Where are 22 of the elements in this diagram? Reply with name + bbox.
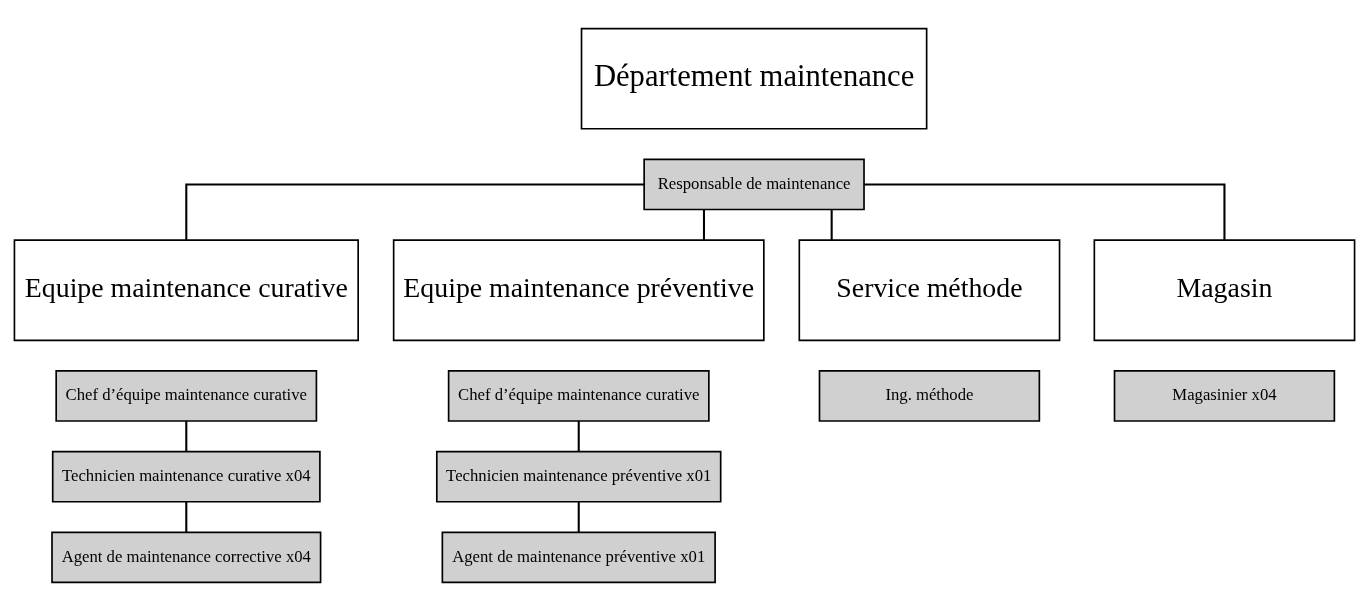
node-box: Agent de maintenance préventive x01 <box>441 531 716 583</box>
node-box: Département maintenance <box>580 27 928 130</box>
node-box: Chef d’équipe maintenance curative <box>55 369 318 422</box>
node-box: Ing. méthode <box>818 369 1041 422</box>
connector <box>702 209 706 240</box>
node-box: Chef d’équipe maintenance curative <box>447 369 710 422</box>
node-box: Technicien maintenance préventive x01 <box>435 450 722 503</box>
connector <box>864 182 1226 240</box>
node-box: Agent de maintenance corrective x04 <box>51 531 322 583</box>
connector <box>577 420 580 451</box>
connector <box>185 182 644 240</box>
node-box: Magasin <box>1093 238 1356 341</box>
node-box: Responsable de maintenance <box>643 158 865 210</box>
node-box: Equipe maintenance préventive <box>392 238 765 341</box>
connector <box>577 501 580 532</box>
node-box: Equipe maintenance curative <box>13 238 359 341</box>
node-box: Technicien maintenance curative x04 <box>51 450 321 503</box>
connector <box>185 420 188 451</box>
connector <box>185 501 188 532</box>
connector <box>830 209 833 240</box>
node-box: Magasinier x04 <box>1113 369 1336 422</box>
node-box: Service méthode <box>798 238 1061 341</box>
